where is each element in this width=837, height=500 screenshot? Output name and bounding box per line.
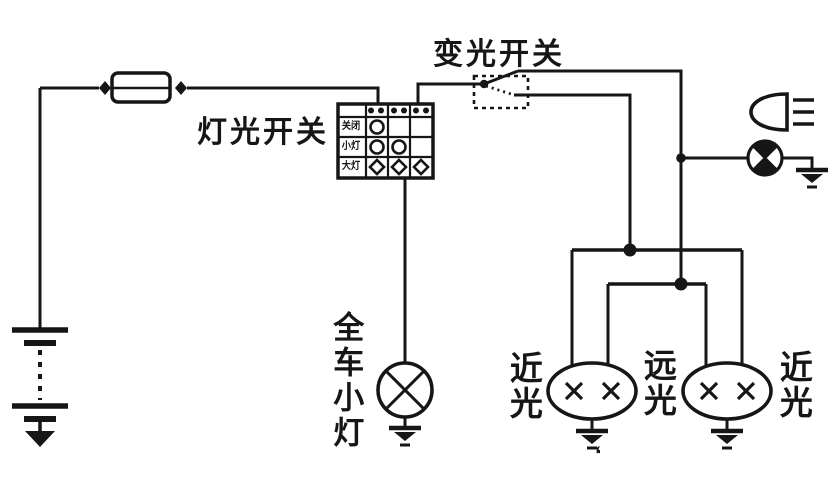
wire-high-beam-feed [518, 69, 683, 284]
light-switch-grid-icon [336, 102, 435, 180]
ground-icon [389, 428, 421, 445]
wire-high-beam-bus [606, 282, 708, 368]
dimmer-switch-icon [472, 69, 530, 110]
wire-low-beam-feed [514, 93, 632, 250]
light-switch-label: 灯光开关 [197, 116, 329, 149]
low-beam-right-label: 近光 [775, 350, 813, 420]
wire-switch-to-dimmer [416, 82, 480, 104]
wire-connector-diamond-icon [99, 81, 111, 95]
junction-dots [623, 153, 688, 291]
wire-connector-diamond-icon [175, 81, 187, 95]
high-beam-indicator-lamp-icon [746, 139, 828, 187]
ground-icon [576, 431, 608, 448]
dual-filament-headlamp-icon [546, 361, 638, 448]
fuse-circuit [40, 71, 380, 104]
switch-terminal-dots [368, 107, 429, 114]
ground-icon [711, 431, 743, 448]
stray-print-mark: ‘ [595, 442, 602, 469]
dimmer-switch-label: 变光开关 [433, 38, 565, 71]
switch-row-small-lamp-label: 小灯 [341, 141, 361, 152]
battery-icon [12, 88, 68, 447]
wire-low-beam-bus [570, 248, 744, 369]
ground-icon [796, 170, 828, 187]
all-small-lamps-label: 全车小灯 [328, 311, 364, 451]
high-beam-label: 远光 [639, 348, 677, 418]
switch-row-head-lamp-label: 大灯 [341, 161, 361, 172]
low-beam-left-label: 近光 [505, 351, 543, 421]
dual-filament-headlamp-icon [681, 361, 773, 448]
battery-ground-icon [25, 431, 55, 447]
switch-row-off-label: 关闭 [341, 121, 361, 132]
small-lamp-icon [376, 178, 434, 445]
high-beam-symbol-icon [749, 92, 814, 132]
